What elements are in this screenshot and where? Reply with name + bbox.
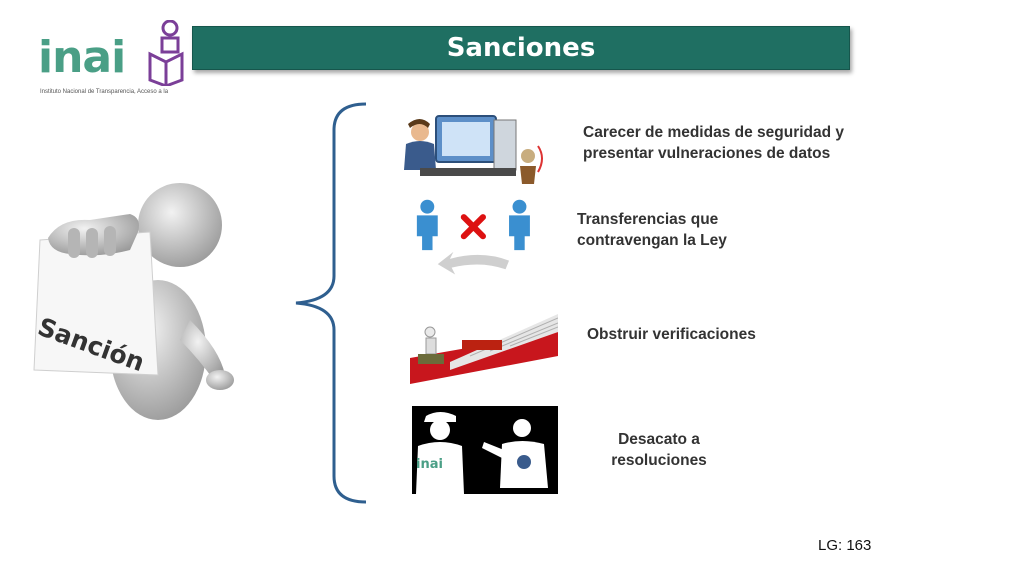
page-title: Sanciones (446, 33, 596, 63)
figure-holding-sign-illustration (33, 183, 234, 420)
reference-label: LG: 163 (818, 537, 872, 554)
logo-subtitle: Instituto Nacional de Transparencia, Acc… (40, 89, 169, 95)
inai-logo (38, 20, 188, 102)
computer-user-icon (404, 115, 543, 184)
blocked-stairs-icon (410, 314, 558, 384)
curly-brace (295, 102, 367, 504)
item-text-verifications: Obstruir verificaciones (587, 326, 756, 343)
book-person-icon (148, 20, 184, 86)
title-bar: Sanciones (192, 26, 850, 70)
dispute-logo-word: inai (416, 457, 443, 472)
logo-word: inai (38, 32, 126, 83)
dispute-icon: inai (412, 406, 558, 494)
transfer-denied-icon (416, 199, 530, 275)
